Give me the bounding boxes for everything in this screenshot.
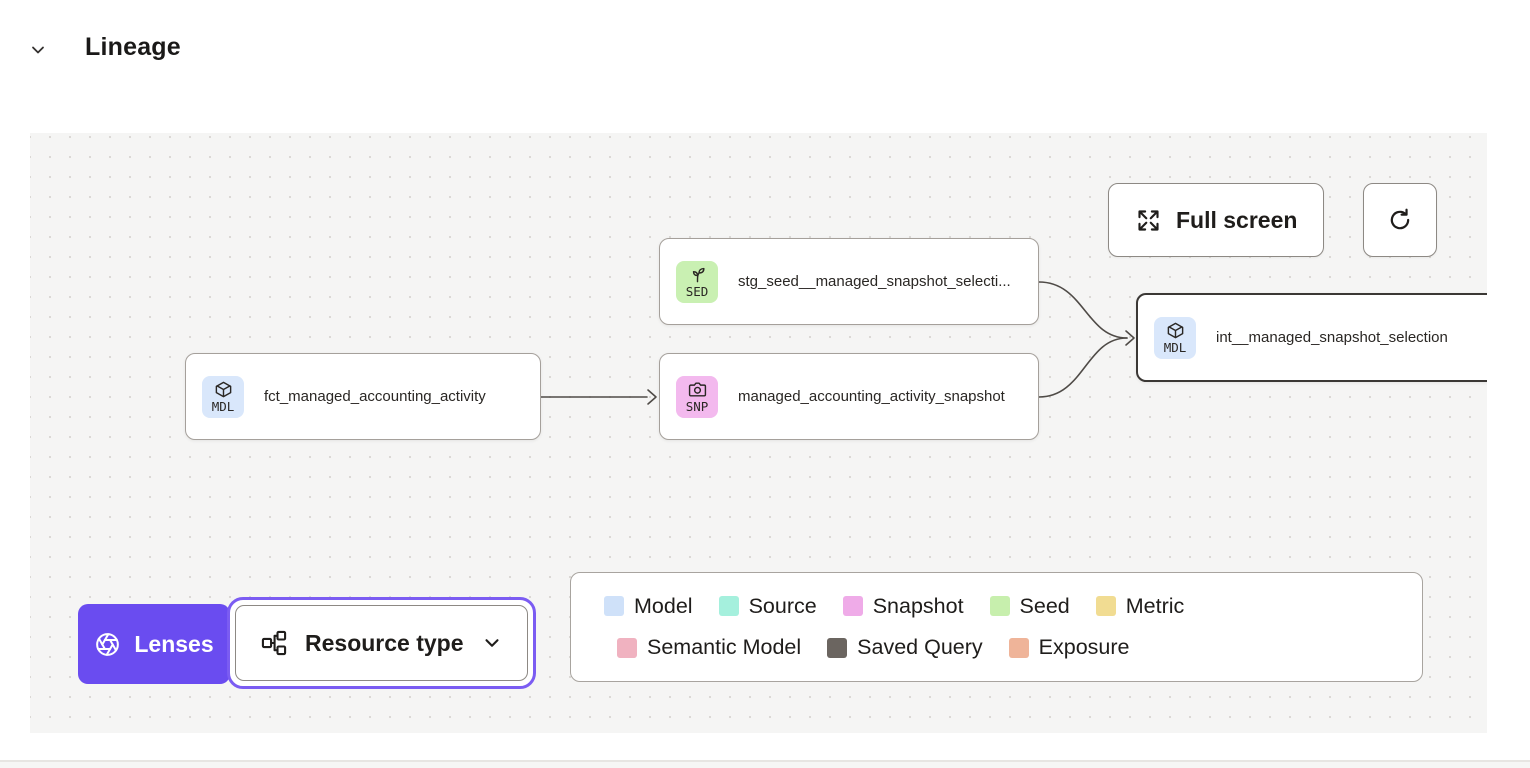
badge-code: SED bbox=[685, 284, 709, 299]
edge-sed-to-int bbox=[1038, 281, 1128, 339]
bottom-divider bbox=[0, 760, 1530, 762]
legend-item: Source bbox=[718, 593, 817, 619]
seed-badge: SED bbox=[676, 260, 718, 303]
legend-item: Model bbox=[604, 594, 693, 619]
expand-arrows-icon bbox=[1135, 207, 1162, 234]
legend-item: Saved Query bbox=[827, 635, 983, 660]
legend-label: Snapshot bbox=[872, 593, 964, 618]
legend-swatch-icon bbox=[1095, 596, 1116, 617]
legend-item: Metric bbox=[1095, 593, 1185, 619]
legend-label: Model bbox=[634, 593, 693, 618]
legend-row: Semantic Model Saved Query Exposure bbox=[604, 635, 1389, 660]
resource-type-focus-ring: Resource type bbox=[227, 597, 536, 689]
legend-item: Semantic Model bbox=[617, 635, 801, 660]
lineage-canvas[interactable]: Full screen MDL fct_managed_accounting_a… bbox=[30, 133, 1487, 733]
legend-swatch-icon bbox=[617, 637, 637, 658]
lineage-node-managed-accounting-activity-snapshot[interactable]: SNP managed_accounting_activity_snapshot bbox=[659, 353, 1039, 440]
legend-label: Exposure bbox=[1038, 635, 1130, 660]
legend-swatch-icon bbox=[989, 596, 1010, 617]
model-badge: MDL bbox=[202, 375, 244, 418]
legend-item: Snapshot bbox=[842, 593, 964, 619]
full-screen-button[interactable]: Full screen bbox=[1108, 183, 1325, 257]
node-label: managed_accounting_activity_snapshot bbox=[738, 388, 1005, 405]
lineage-node-fct-managed-accounting-activity[interactable]: MDL fct_managed_accounting_activity bbox=[185, 353, 541, 440]
legend-label: Seed bbox=[1019, 593, 1070, 618]
cube-icon bbox=[215, 381, 231, 398]
legend-label: Metric bbox=[1125, 593, 1185, 618]
badge-code: MDL bbox=[211, 399, 235, 414]
legend-label: Saved Query bbox=[857, 635, 983, 660]
node-label: int__managed_snapshot_selection bbox=[1216, 329, 1448, 346]
sprout-icon bbox=[692, 267, 705, 283]
edge-arrowhead bbox=[647, 389, 657, 405]
chevron-down-icon bbox=[481, 632, 503, 654]
resource-type-label: Resource type bbox=[305, 629, 464, 656]
badge-code: MDL bbox=[1163, 340, 1187, 355]
legend-swatch-icon bbox=[718, 596, 739, 617]
lineage-node-int-managed-snapshot-selection[interactable]: MDL int__managed_snapshot_selection bbox=[1136, 293, 1487, 382]
legend-swatch-icon bbox=[827, 637, 848, 658]
legend-swatch-icon bbox=[842, 596, 863, 617]
legend-item: Seed bbox=[989, 593, 1070, 619]
legend-row: Model Source Snapshot Seed Metric bbox=[604, 594, 1389, 619]
aperture-icon bbox=[94, 631, 121, 658]
next-section-edge bbox=[0, 762, 1530, 768]
legend-label: Source bbox=[748, 593, 817, 618]
edge-snp-to-int bbox=[1038, 337, 1128, 398]
refresh-button[interactable] bbox=[1363, 183, 1437, 257]
legend-label: Semantic Model bbox=[647, 635, 802, 660]
hierarchy-icon bbox=[260, 629, 288, 657]
model-badge: MDL bbox=[1154, 316, 1196, 359]
full-screen-label: Full screen bbox=[1176, 206, 1298, 233]
node-label: fct_managed_accounting_activity bbox=[264, 388, 486, 405]
badge-code: SNP bbox=[685, 399, 709, 414]
cube-icon bbox=[1167, 322, 1183, 339]
resource-type-dropdown[interactable]: Resource type bbox=[235, 605, 528, 681]
snapshot-badge: SNP bbox=[676, 375, 718, 418]
legend-swatch-icon bbox=[604, 596, 624, 617]
collapse-section-chevron-icon[interactable] bbox=[27, 39, 49, 61]
edge-arrowhead bbox=[1125, 330, 1135, 346]
lineage-node-stg-seed-managed-snapshot-selection[interactable]: SED stg_seed__managed_snapshot_selecti..… bbox=[659, 238, 1039, 325]
camera-icon bbox=[688, 382, 706, 397]
legend-box: Model Source Snapshot Seed Metric Semantic M… bbox=[570, 572, 1423, 682]
node-label: stg_seed__managed_snapshot_selecti... bbox=[738, 273, 1011, 290]
refresh-icon bbox=[1386, 206, 1414, 234]
legend-swatch-icon bbox=[1008, 637, 1029, 658]
page-title: Lineage bbox=[85, 33, 181, 61]
lenses-label: Lenses bbox=[134, 630, 214, 657]
lenses-button[interactable]: Lenses bbox=[78, 604, 230, 684]
legend-item: Exposure bbox=[1008, 635, 1130, 660]
